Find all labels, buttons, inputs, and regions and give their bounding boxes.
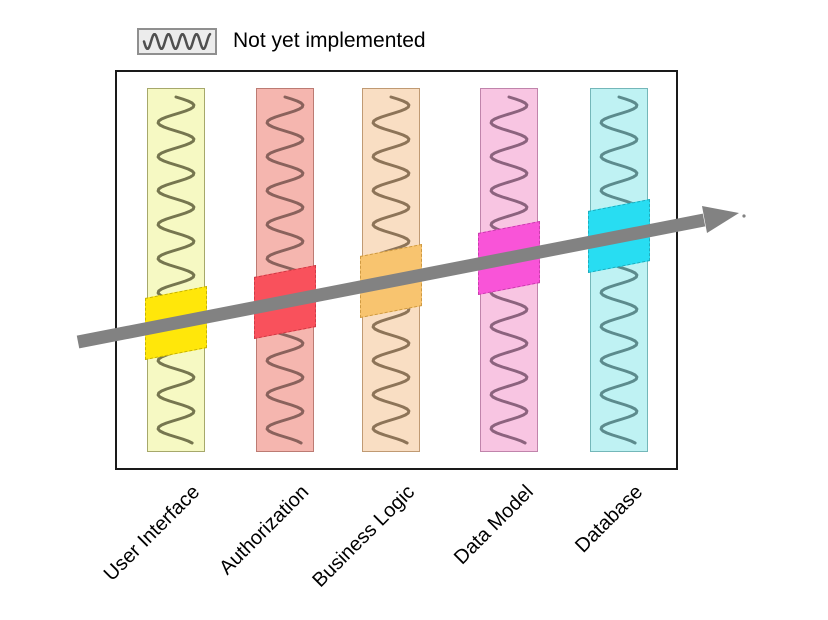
- layer-label: Data Model: [449, 481, 538, 569]
- arrow-tip-dot: [742, 214, 746, 218]
- legend-label: Not yet implemented: [233, 29, 426, 52]
- layer-label: Business Logic: [308, 481, 420, 592]
- layer-label: Authorization: [215, 481, 314, 580]
- layer-highlight: [254, 264, 316, 340]
- arrow-head: [702, 206, 739, 233]
- layer-highlight: [360, 243, 422, 319]
- layer-label: User Interface: [100, 481, 205, 586]
- layer-label: Database: [571, 481, 648, 558]
- layer-highlight: [145, 285, 207, 361]
- layer-bar: [147, 88, 205, 452]
- layer-highlight: [588, 198, 650, 274]
- not-implemented-pattern-swatch: [137, 28, 217, 55]
- layer-highlight: [478, 220, 540, 296]
